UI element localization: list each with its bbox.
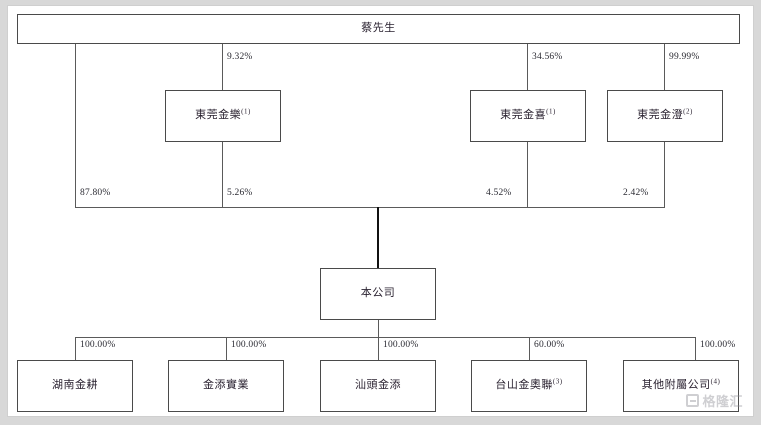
node-dongguan-jinle-label: 東莞金樂 bbox=[195, 109, 242, 122]
connector-bar-to-hunan-jingeng bbox=[75, 337, 76, 360]
node-dongguan-jincheng-label: 東莞金澄 bbox=[637, 109, 684, 122]
node-hunan-jingeng: 湖南金耕 bbox=[17, 360, 133, 412]
connector-bar-to-taishan-jinaolian bbox=[529, 337, 530, 360]
node-other-subsidiaries-footnote: (4) bbox=[710, 377, 721, 386]
pct-jintian-shiye: 100.00% bbox=[231, 340, 267, 350]
watermark-text: 格隆汇 bbox=[702, 395, 743, 410]
node-jintian-shiye: 金添實業 bbox=[168, 360, 284, 412]
grid-logo-icon bbox=[686, 394, 700, 407]
pct-root-to-dongguan-jincheng: 99.99% bbox=[669, 52, 700, 62]
pct-root-to-dongguan-jinle: 9.32% bbox=[227, 52, 253, 62]
node-taishan-jinaolian-footnote: (3) bbox=[552, 377, 563, 386]
node-taishan-jinaolian-label: 台山金奧聯 bbox=[495, 379, 553, 392]
connector-dongguan-jinxi-to-company bbox=[527, 142, 528, 207]
node-shantou-jintian: 汕頭金添 bbox=[320, 360, 436, 412]
connector-dongguan-jinle-to-company bbox=[222, 142, 223, 207]
connector-dongguan-jincheng-to-company bbox=[664, 142, 665, 207]
root-node: 蔡先生 bbox=[17, 14, 740, 44]
node-dongguan-jinxi-label: 東莞金喜 bbox=[500, 109, 547, 122]
pct-other-subsidiaries: 100.00% bbox=[700, 340, 736, 350]
pct-dongguan-jinle-to-company: 5.26% bbox=[227, 188, 253, 198]
connector-merge-to-company bbox=[377, 207, 379, 268]
node-other-subsidiaries-label: 其他附屬公司 bbox=[641, 379, 711, 392]
node-other-subsidiaries: 其他附屬公司(4) bbox=[623, 360, 739, 412]
pct-taishan-jinaolian: 60.00% bbox=[534, 340, 565, 350]
chart-sheet: 蔡先生 9.32% 34.56% 99.99% 東莞金樂(1) 東莞金喜(1) bbox=[8, 6, 753, 416]
node-shantou-jintian-label: 汕頭金添 bbox=[355, 379, 401, 392]
subsidiary-distribution-bar bbox=[75, 337, 695, 338]
root-node-label: 蔡先生 bbox=[361, 22, 396, 35]
pct-root-to-dongguan-jinxi: 34.56% bbox=[532, 52, 563, 62]
merge-bar-left bbox=[75, 207, 378, 208]
node-dongguan-jinle: 東莞金樂(1) bbox=[165, 90, 281, 142]
connector-root-to-dongguan-jinle bbox=[222, 44, 223, 90]
node-jintian-shiye-label: 金添實業 bbox=[203, 379, 249, 392]
connector-root-to-dongguan-jincheng bbox=[664, 44, 665, 90]
connector-bar-to-shantou-jintian bbox=[378, 337, 379, 360]
node-dongguan-jinxi: 東莞金喜(1) bbox=[470, 90, 586, 142]
node-dongguan-jinle-footnote: (1) bbox=[241, 107, 251, 116]
watermark: 格隆汇 bbox=[686, 391, 743, 410]
merge-bar-right bbox=[377, 207, 665, 208]
connector-company-to-subsidiary-bar bbox=[378, 320, 379, 337]
node-dongguan-jincheng-footnote: (2) bbox=[683, 107, 693, 116]
company-node: 本公司 bbox=[320, 268, 436, 320]
pct-direct-to-company: 87.80% bbox=[80, 188, 111, 198]
pct-dongguan-jincheng-to-company: 2.42% bbox=[623, 188, 649, 198]
node-taishan-jinaolian: 台山金奧聯(3) bbox=[471, 360, 587, 412]
node-dongguan-jinxi-footnote: (1) bbox=[546, 107, 556, 116]
pct-hunan-jingeng: 100.00% bbox=[80, 340, 116, 350]
company-node-label: 本公司 bbox=[360, 287, 396, 300]
pct-dongguan-jinxi-to-company: 4.52% bbox=[486, 188, 512, 198]
connector-bar-to-other-subsidiaries bbox=[695, 337, 696, 360]
node-dongguan-jincheng: 東莞金澄(2) bbox=[607, 90, 723, 142]
connector-root-to-dongguan-jinxi bbox=[527, 44, 528, 90]
connector-bar-to-jintian-shiye bbox=[226, 337, 227, 360]
connector-root-to-company-direct bbox=[75, 44, 76, 207]
node-hunan-jingeng-label: 湖南金耕 bbox=[52, 379, 98, 392]
pct-shantou-jintian: 100.00% bbox=[383, 340, 419, 350]
